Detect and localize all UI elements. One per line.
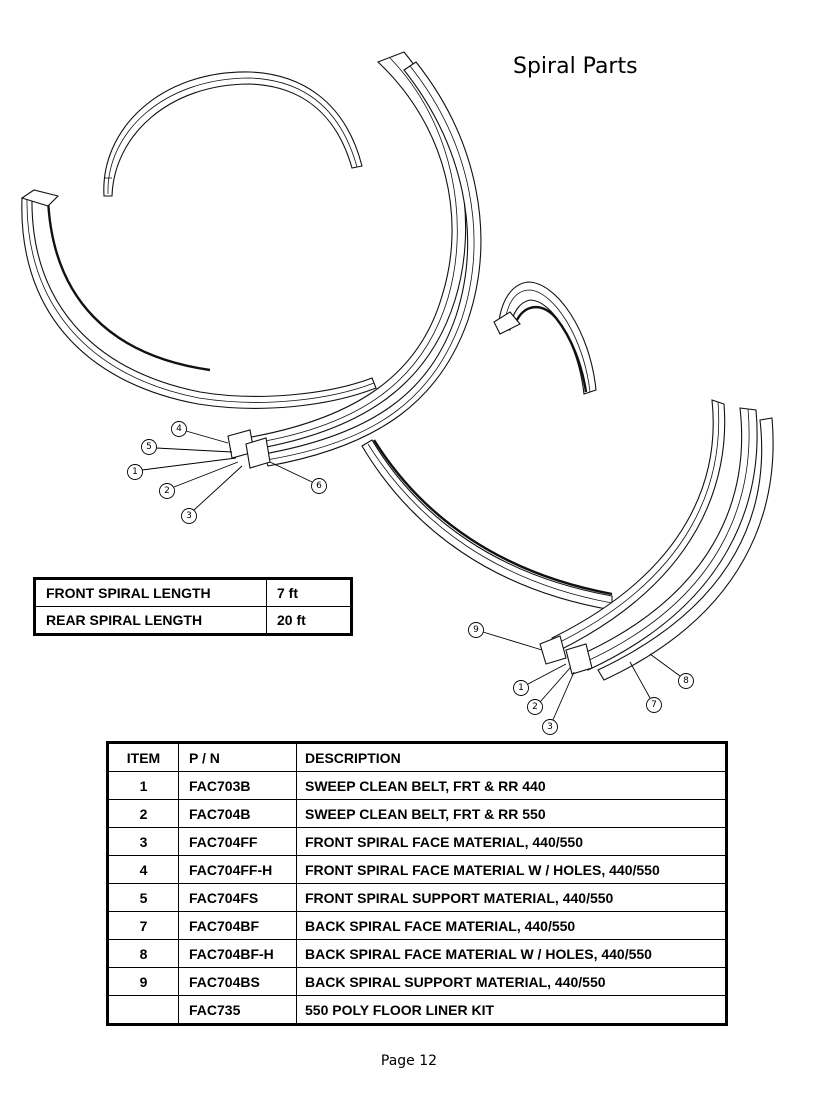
rear-callout-label: 7 bbox=[651, 700, 657, 710]
item-cell bbox=[107, 995, 179, 1025]
front-callout-label: 1 bbox=[132, 467, 138, 477]
front-callout-label: 6 bbox=[316, 481, 322, 491]
pn-cell: FAC704B bbox=[178, 799, 297, 828]
description-cell: BACK SPIRAL FACE MATERIAL W / HOLES, 440… bbox=[296, 939, 727, 968]
table-row: FAC735 550 POLY FLOOR LINER KIT bbox=[107, 995, 727, 1025]
table-row: FRONT SPIRAL LENGTH 7 ft bbox=[34, 578, 352, 607]
length-value: 20 ft bbox=[266, 606, 352, 635]
item-cell: 1 bbox=[107, 771, 179, 800]
description-cell: BACK SPIRAL FACE MATERIAL, 440/550 bbox=[296, 911, 727, 940]
length-label: FRONT SPIRAL LENGTH bbox=[34, 578, 267, 607]
header-item: ITEM bbox=[107, 742, 179, 772]
description-cell: FRONT SPIRAL FACE MATERIAL W / HOLES, 44… bbox=[296, 855, 727, 884]
rear-callout-circle bbox=[646, 697, 662, 713]
description-cell: FRONT SPIRAL SUPPORT MATERIAL, 440/550 bbox=[296, 883, 727, 912]
table-row: 4 FAC704FF-H FRONT SPIRAL FACE MATERIAL … bbox=[107, 855, 727, 884]
parts-table: ITEM P / N DESCRIPTION 1 FAC703B SWEEP C… bbox=[106, 741, 728, 1026]
pn-cell: FAC703B bbox=[178, 771, 297, 800]
pn-cell: FAC704BF bbox=[178, 911, 297, 940]
pn-cell: FAC704BS bbox=[178, 967, 297, 996]
description-cell: BACK SPIRAL SUPPORT MATERIAL, 440/550 bbox=[296, 967, 727, 996]
table-row: 2 FAC704B SWEEP CLEAN BELT, FRT & RR 550 bbox=[107, 799, 727, 828]
length-label: REAR SPIRAL LENGTH bbox=[34, 606, 267, 635]
front-callout-label: 2 bbox=[164, 486, 170, 496]
rear-spiral-support-arc bbox=[361, 439, 613, 611]
table-row: 7 FAC704BF BACK SPIRAL FACE MATERIAL, 44… bbox=[107, 911, 727, 940]
front-callout-circle bbox=[181, 508, 197, 524]
rear-callout-label: 3 bbox=[547, 722, 553, 732]
rear-callout-circle bbox=[468, 622, 484, 638]
spiral-length-table: FRONT SPIRAL LENGTH 7 ft REAR SPIRAL LEN… bbox=[33, 577, 353, 636]
page-number: Page 12 bbox=[380, 1053, 438, 1069]
front-callout-label: 4 bbox=[176, 424, 182, 434]
table-row: REAR SPIRAL LENGTH 20 ft bbox=[34, 606, 352, 635]
spiral-small-arc-piece bbox=[493, 281, 597, 395]
item-cell: 3 bbox=[107, 827, 179, 856]
table-header-row: ITEM P / N DESCRIPTION bbox=[107, 742, 727, 772]
table-row: 8 FAC704BF-H BACK SPIRAL FACE MATERIAL W… bbox=[107, 939, 727, 968]
description-cell: SWEEP CLEAN BELT, FRT & RR 550 bbox=[296, 799, 727, 828]
rear-callout-label: 9 bbox=[473, 625, 479, 635]
description-cell: FRONT SPIRAL FACE MATERIAL, 440/550 bbox=[296, 827, 727, 856]
item-cell: 9 bbox=[107, 967, 179, 996]
front-callout-label: 5 bbox=[146, 442, 152, 452]
front-callout-circle bbox=[159, 483, 175, 499]
header-pn: P / N bbox=[178, 742, 297, 772]
rear-callout-circle bbox=[678, 673, 694, 689]
front-callout-circle bbox=[311, 478, 327, 494]
description-cell: 550 POLY FLOOR LINER KIT bbox=[296, 995, 727, 1025]
header-description: DESCRIPTION bbox=[296, 742, 727, 772]
pn-cell: FAC704FF bbox=[178, 827, 297, 856]
rear-callout-circle bbox=[527, 699, 543, 715]
table-row: 3 FAC704FF FRONT SPIRAL FACE MATERIAL, 4… bbox=[107, 827, 727, 856]
front-callout-circle bbox=[171, 421, 187, 437]
pn-cell: FAC704FS bbox=[178, 883, 297, 912]
rear-callout-circle bbox=[513, 680, 529, 696]
front-spiral-inner-arc bbox=[103, 71, 363, 197]
page-title: Spiral Parts bbox=[513, 54, 638, 79]
table-row: 5 FAC704FS FRONT SPIRAL SUPPORT MATERIAL… bbox=[107, 883, 727, 912]
pn-cell: FAC704FF-H bbox=[178, 855, 297, 884]
item-cell: 5 bbox=[107, 883, 179, 912]
pn-cell: FAC704BF-H bbox=[178, 939, 297, 968]
rear-callout-label: 8 bbox=[683, 676, 689, 686]
rear-callout-label: 1 bbox=[518, 683, 524, 693]
rear-spiral-assembly bbox=[361, 399, 774, 681]
front-callout-circle bbox=[127, 464, 143, 480]
front-callouts: 4 5 1 2 3 6 bbox=[127, 421, 327, 524]
pn-cell: FAC735 bbox=[178, 995, 297, 1025]
description-cell: SWEEP CLEAN BELT, FRT & RR 440 bbox=[296, 771, 727, 800]
table-row: 1 FAC703B SWEEP CLEAN BELT, FRT & RR 440 bbox=[107, 771, 727, 800]
front-callout-label: 3 bbox=[186, 511, 192, 521]
front-spiral-support-arc bbox=[21, 195, 377, 409]
item-cell: 7 bbox=[107, 911, 179, 940]
item-cell: 2 bbox=[107, 799, 179, 828]
rear-callouts: 9 1 2 3 7 8 bbox=[468, 622, 694, 735]
length-value: 7 ft bbox=[266, 578, 352, 607]
item-cell: 4 bbox=[107, 855, 179, 884]
rear-callout-label: 2 bbox=[532, 702, 538, 712]
rear-callout-circle bbox=[542, 719, 558, 735]
table-row: 9 FAC704BS BACK SPIRAL SUPPORT MATERIAL,… bbox=[107, 967, 727, 996]
item-cell: 8 bbox=[107, 939, 179, 968]
front-spiral-assembly bbox=[20, 51, 482, 469]
front-callout-circle bbox=[141, 439, 157, 455]
spiral-parts-drawing: 4 5 1 2 3 6 bbox=[20, 51, 774, 735]
